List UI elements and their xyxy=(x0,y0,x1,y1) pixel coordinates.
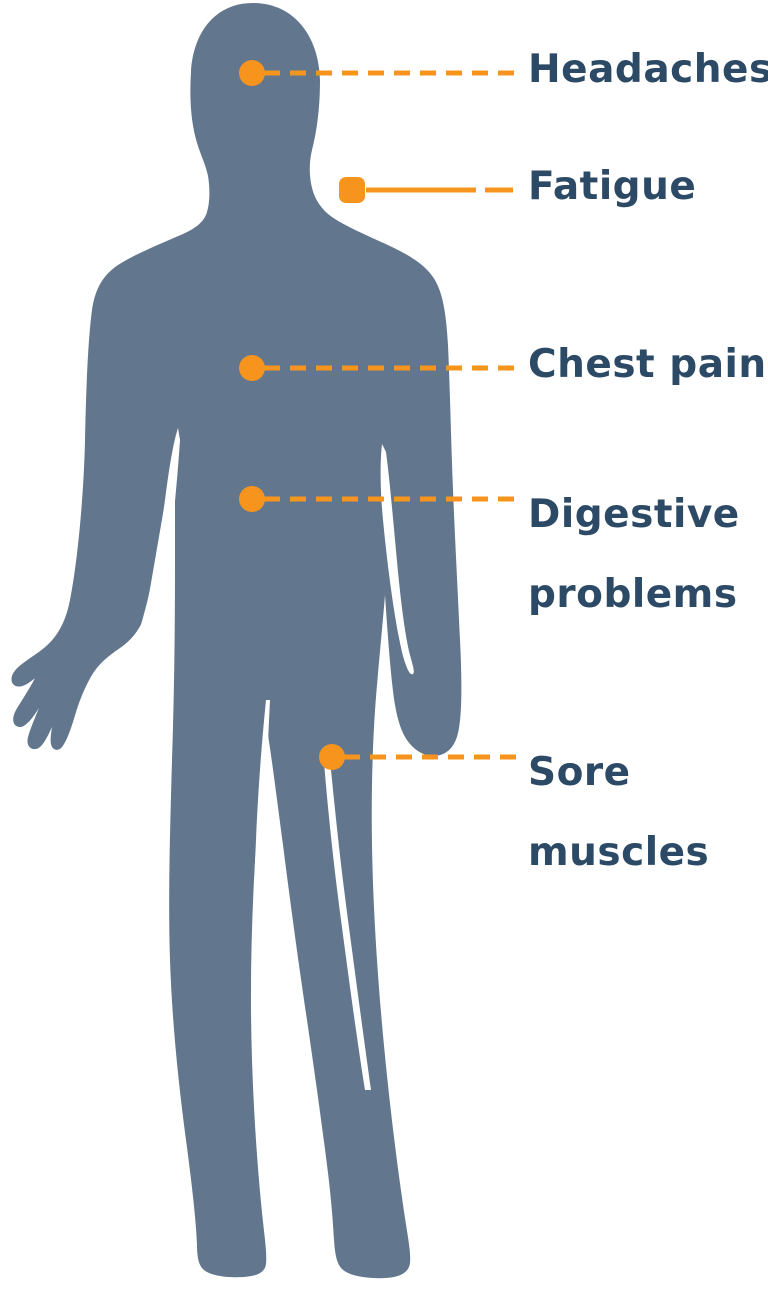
callout-label-chest-pain: Chest pain xyxy=(528,342,767,387)
left-hand-fingers xyxy=(11,668,40,687)
marker-dot-fatigue[interactable] xyxy=(339,177,365,203)
callout-label-sore-muscles: Sore muscles xyxy=(528,713,709,914)
callout-connectors xyxy=(264,70,520,760)
callout-label-headaches: Headaches xyxy=(528,47,768,92)
callout-label-fatigue: Fatigue xyxy=(528,164,697,209)
human-body-silhouette xyxy=(11,3,462,1279)
callout-label-digestive-problems-line-1: Digestive xyxy=(528,492,740,538)
marker-dot-headaches[interactable] xyxy=(239,60,265,86)
callout-label-sore-muscles-line-2: muscles xyxy=(528,830,710,876)
marker-dot-chest-pain[interactable] xyxy=(239,355,265,381)
callout-label-digestive-problems: Digestive problems xyxy=(528,455,740,656)
marker-dot-sore-muscles[interactable] xyxy=(319,744,345,770)
marker-dot-digestive-problems[interactable] xyxy=(239,486,265,512)
callout-label-sore-muscles-line-1: Sore xyxy=(528,750,631,796)
callout-markers xyxy=(239,60,365,770)
callout-label-digestive-problems-line-2: problems xyxy=(528,572,738,618)
